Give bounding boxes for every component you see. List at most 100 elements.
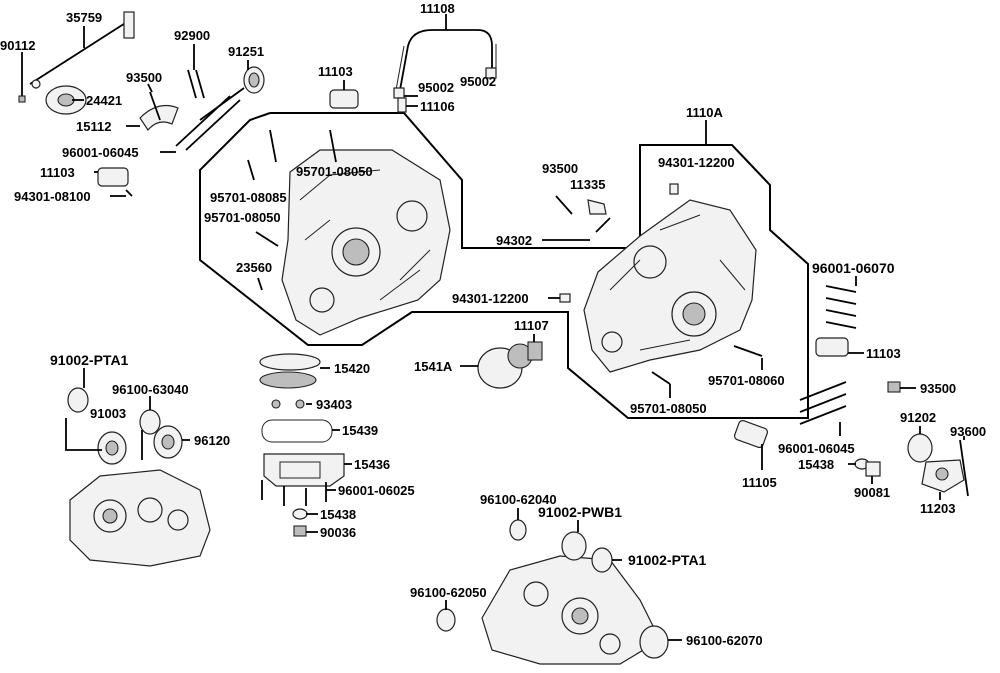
oil-seal-91251: [243, 66, 265, 94]
plug-90081: [865, 461, 881, 477]
bolt-set-95701-08060: [651, 345, 763, 385]
label-94301-08100: 94301-08100: [14, 189, 91, 204]
bearing-11103-left: [97, 167, 129, 187]
label-92900: 92900: [174, 28, 210, 43]
label-11103-c: 11103: [866, 346, 901, 361]
label-11103-b: 11103: [40, 165, 75, 180]
bolts-96001-06070: [825, 285, 857, 329]
label-23560: 23560: [236, 260, 272, 275]
bolt-set-95701-08050: [247, 129, 337, 291]
label-96100-63040: 96100-63040: [112, 382, 189, 397]
label-91002-PTA1-a: 91002-PTA1: [50, 352, 129, 368]
label-93403: 93403: [316, 397, 352, 412]
label-15438-a: 15438: [320, 507, 356, 522]
washer-15438-left: [292, 508, 308, 520]
label-91202: 91202: [900, 410, 936, 425]
crankcase-right-bearings-view: [481, 555, 661, 665]
bolt-93500-right: [887, 381, 901, 393]
bearing-11103-right: [815, 337, 849, 357]
label-15420: 15420: [334, 361, 370, 376]
bearing-91002-PTA1-center: [591, 547, 613, 573]
label-11103-a: 11103: [318, 64, 353, 79]
bolts-93403: [271, 399, 305, 409]
bearing-96120: [153, 425, 183, 459]
crankcase-left-bearings-view: [69, 469, 211, 567]
label-95002-a: 95002: [418, 80, 454, 95]
bearing-91002-PWB1: [561, 531, 587, 561]
label-11203: 11203: [920, 501, 955, 516]
label-11106: 11106: [420, 99, 455, 114]
label-11105: 11105: [742, 475, 777, 490]
seal-96100-62050: [436, 608, 456, 632]
studs-92900: [175, 69, 245, 151]
bolts-96001-06045-right: [799, 381, 847, 425]
label-95701-08050-c: 95701-08050: [630, 401, 707, 416]
seal-96100-63040: [139, 409, 161, 435]
bearing-11103-upper: [329, 89, 359, 109]
label-11108: 11108: [420, 1, 455, 16]
seal-96100-62070: [639, 625, 669, 659]
label-1541A: 1541A: [414, 359, 453, 374]
label-15436: 15436: [354, 457, 390, 472]
breather-hose-11108: [395, 29, 497, 91]
part-labels: 35759 90112 24421 15112 93500 92900 9125…: [0, 1, 986, 648]
label-15112: 15112: [76, 119, 111, 134]
label-96001-06025: 96001-06025: [338, 483, 415, 498]
label-91003: 91003: [90, 406, 126, 421]
plug-90036: [293, 525, 307, 537]
bearing-91003: [97, 431, 127, 465]
bolt-90112: [18, 62, 26, 103]
label-93500-c: 93500: [920, 381, 956, 396]
label-95701-08050-a: 95701-08050: [296, 164, 373, 179]
label-93500-b: 93500: [542, 161, 578, 176]
label-95701-08050-b: 95701-08050: [204, 210, 281, 225]
bolt-93600: [959, 439, 969, 497]
label-15439: 15439: [342, 423, 378, 438]
label-95701-08085: 95701-08085: [210, 190, 287, 205]
strainer-15420: [259, 353, 321, 389]
label-15438-b: 15438: [798, 457, 834, 472]
label-95701-08060: 95701-08060: [708, 373, 785, 388]
dowel-11106: [397, 97, 407, 113]
oil-filter-1541A: [477, 343, 533, 389]
label-90036: 90036: [320, 525, 356, 540]
dowels-94301-12200: [559, 183, 679, 303]
bearing-91002-PTA1-left: [67, 387, 89, 413]
bolts-93500-11335: [555, 195, 611, 233]
filter-bolt-11107: [527, 341, 543, 361]
label-96120: 96120: [194, 433, 230, 448]
shift-shaft-35759: [29, 11, 135, 89]
label-94302: 94302: [496, 233, 532, 248]
label-96100-62070: 96100-62070: [686, 633, 763, 648]
plate-11203: [921, 459, 965, 493]
group-outline-left-case: [199, 112, 809, 419]
gasket-15439: [261, 419, 333, 443]
label-11335: 11335: [570, 177, 605, 192]
label-24421: 24421: [86, 93, 122, 108]
label-1110A: 1110A: [686, 105, 723, 120]
label-96100-62050: 96100-62050: [410, 585, 487, 600]
label-11107: 11107: [514, 318, 549, 333]
seal-91202: [907, 433, 933, 463]
label-90081: 90081: [854, 485, 890, 500]
label-94301-12200-a: 94301-12200: [658, 155, 735, 170]
leader-lines: [21, 14, 965, 641]
label-91251: 91251: [228, 44, 264, 59]
oil-pan-15436: [263, 453, 345, 487]
label-96001-06045-a: 96001-06045: [62, 145, 139, 160]
label-35759: 35759: [66, 10, 102, 25]
shaft-11105: [734, 419, 768, 449]
label-93600: 93600: [950, 424, 986, 439]
label-90112: 90112: [0, 38, 35, 53]
label-96100-62040: 96100-62040: [480, 492, 557, 507]
label-94301-12200-b: 94301-12200: [452, 291, 529, 306]
label-96001-06045-b: 96001-06045: [778, 441, 855, 456]
label-96001-06070: 96001-06070: [812, 260, 895, 276]
left-crankcase-half: [281, 149, 451, 336]
shift-arm-15112: [139, 91, 179, 132]
label-91002-PTA1-b: 91002-PTA1: [628, 552, 707, 568]
label-93500-a: 93500: [126, 70, 162, 85]
label-95002-b: 95002: [460, 74, 496, 89]
